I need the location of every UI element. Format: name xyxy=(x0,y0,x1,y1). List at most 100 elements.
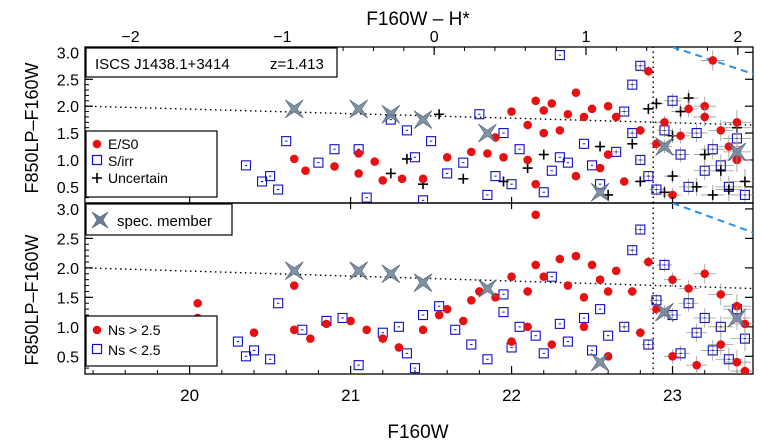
point-s-irr xyxy=(651,184,662,195)
x-axis-tick-label: 22 xyxy=(502,386,521,405)
point-e-s0 xyxy=(370,157,380,166)
point-ns-2-5 xyxy=(659,259,670,270)
point-ns-2-5 xyxy=(418,325,428,335)
point-ns-2-5 xyxy=(409,363,421,374)
point-s-irr xyxy=(458,157,469,168)
legend-label-ns-low: Ns < 2.5 xyxy=(108,342,161,358)
top-data-points xyxy=(185,50,753,203)
cluster-name: ISCS J1438.1+3414 xyxy=(95,56,230,73)
point-uncertain xyxy=(699,149,710,160)
red-sequence-fit-line xyxy=(85,267,753,290)
point-spec-member xyxy=(655,302,674,322)
point-s-irr xyxy=(474,109,485,120)
point-s-irr xyxy=(361,192,372,203)
point-e-s0 xyxy=(700,101,710,111)
x-axis-tick-label: 21 xyxy=(341,386,360,405)
point-s-irr xyxy=(482,189,493,200)
point-e-s0 xyxy=(301,166,310,176)
point-e-s0 xyxy=(587,104,597,114)
point-e-s0 xyxy=(603,101,613,111)
point-s-irr xyxy=(281,136,292,147)
point-ns-2-5 xyxy=(684,284,693,293)
top-y-axis-title: F850LP–F160W xyxy=(22,62,42,193)
point-e-s0 xyxy=(716,126,726,135)
point-s-irr xyxy=(643,171,654,182)
point-ns-2-5 xyxy=(401,348,412,359)
point-uncertain xyxy=(651,98,662,109)
point-ns-2-5 xyxy=(716,340,726,349)
point-e-s0 xyxy=(611,112,621,122)
point-e-s0 xyxy=(289,154,299,164)
completeness-curve xyxy=(672,47,753,75)
point-ns-2-5 xyxy=(627,245,638,256)
point-ns-2-5 xyxy=(603,287,613,296)
point-s-irr xyxy=(442,168,453,179)
point-e-s0 xyxy=(531,96,540,106)
point-ns-2-5 xyxy=(434,301,445,312)
point-e-s0 xyxy=(636,126,645,135)
point-e-s0 xyxy=(619,177,629,186)
point-e-s0 xyxy=(354,149,363,158)
top-axis-tick-label: −1 xyxy=(273,29,291,46)
point-ns-2-5 xyxy=(289,325,299,335)
point-ns-2-5 xyxy=(249,328,259,338)
legend-label-ns-high: Ns > 2.5 xyxy=(108,322,161,338)
point-s-irr xyxy=(498,128,509,139)
point-ns-2-5 xyxy=(346,316,355,326)
point-ns-2-5 xyxy=(571,251,581,261)
point-ns-2-5 xyxy=(362,325,371,335)
point-s-irr xyxy=(595,179,606,190)
point-uncertain xyxy=(385,168,396,179)
point-uncertain xyxy=(723,184,734,195)
point-ns-2-5 xyxy=(498,307,509,318)
point-e-s0 xyxy=(579,112,589,122)
point-e-s0 xyxy=(555,126,565,135)
cluster-redshift: z=1.413 xyxy=(270,56,324,73)
point-e-s0 xyxy=(571,88,581,98)
point-s-irr xyxy=(635,60,646,71)
point-ns-2-5 xyxy=(531,210,540,220)
point-s-irr xyxy=(611,146,622,157)
point-ns-2-5 xyxy=(393,321,404,332)
point-ns-2-5 xyxy=(232,336,243,347)
point-ns-2-5 xyxy=(394,343,404,352)
point-s-irr xyxy=(562,157,573,168)
point-ns-2-5 xyxy=(523,287,532,296)
point-s-irr xyxy=(691,128,702,139)
point-ns-2-5 xyxy=(636,328,645,338)
point-ns-2-5 xyxy=(193,298,202,308)
y-axis-tick-label: 0.5 xyxy=(57,180,79,197)
y-axis-tick-label: 2.0 xyxy=(57,99,79,116)
point-e-s0 xyxy=(571,171,581,181)
point-uncertain xyxy=(522,163,533,174)
point-ns-2-5 xyxy=(692,360,701,370)
point-s-irr xyxy=(273,184,284,195)
point-spec-member xyxy=(413,273,433,292)
point-ns-2-5 xyxy=(562,336,573,347)
point-ns-2-5 xyxy=(523,322,532,332)
point-e-s0 xyxy=(330,162,339,171)
y-axis-tick-label: 1.0 xyxy=(57,153,79,170)
point-ns-2-5 xyxy=(306,334,315,343)
point-uncertain xyxy=(659,187,670,198)
point-s-irr xyxy=(257,176,268,187)
point-ns-2-5 xyxy=(619,321,630,332)
point-e-s0 xyxy=(732,118,742,127)
x-axis-tick-label: 23 xyxy=(663,386,682,405)
point-e-s0 xyxy=(418,174,428,184)
point-ns-2-5 xyxy=(482,354,493,365)
point-e-s0 xyxy=(539,128,549,138)
point-ns-2-5 xyxy=(289,281,299,290)
point-spec-member xyxy=(381,104,401,124)
point-s-irr xyxy=(675,149,686,160)
point-s-irr xyxy=(417,195,429,203)
point-ns-2-5 xyxy=(716,290,726,299)
point-uncertain xyxy=(595,141,606,152)
point-e-s0 xyxy=(531,179,540,189)
point-s-irr xyxy=(586,160,598,171)
point-ns-2-5 xyxy=(732,357,742,367)
point-ns-2-5 xyxy=(458,316,468,326)
point-e-s0 xyxy=(354,169,363,178)
point-s-irr xyxy=(313,157,324,168)
point-ns-2-5 xyxy=(683,298,694,309)
